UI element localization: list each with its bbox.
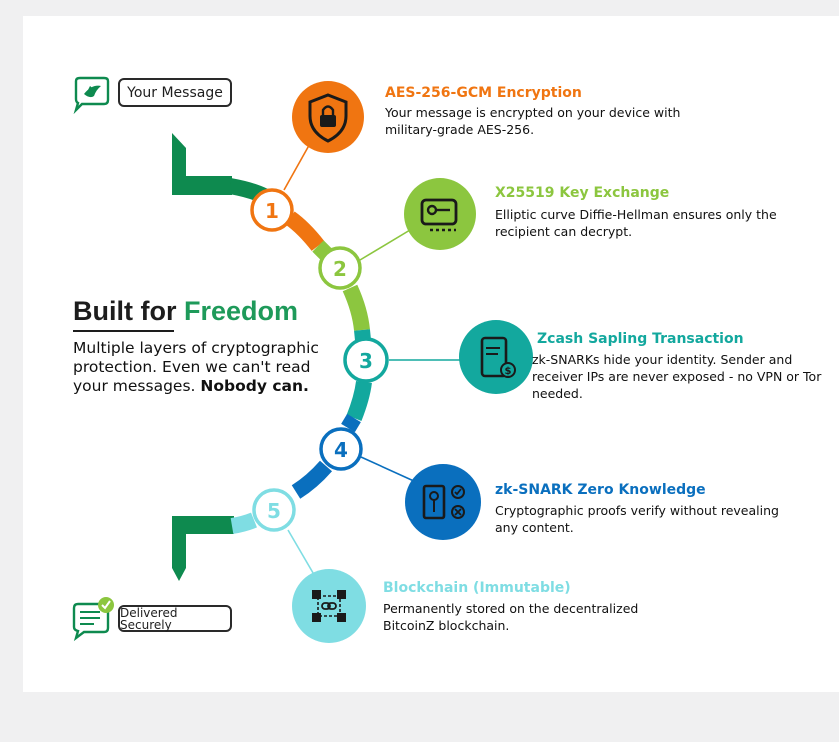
shield-lock-icon [292,81,364,153]
step-1-description: Your message is encrypted on your device… [385,105,681,137]
infographic-card [23,16,839,692]
step-number: 3 [359,349,373,373]
proof-check-icon [405,464,481,540]
page-title: Built for Freedom [73,296,298,327]
step-number: 4 [334,438,348,462]
checked-message-icon [72,597,114,642]
delivered-securely-badge: Delivered Securely [118,605,232,632]
step-circle-3: 3 [343,337,389,383]
svg-text:$: $ [505,366,512,377]
step-circle-1: 1 [250,188,294,232]
tagline-text: Multiple layers of cryptographic protect… [73,339,319,395]
key-chat-icon [404,178,476,250]
step-circle-2: 2 [318,246,362,290]
phone-transaction-icon: $ [459,320,533,394]
blockchain-icon [292,569,366,643]
top-arrow [172,133,232,195]
step-number: 5 [267,499,281,523]
your-message-badge: Your Message [118,78,232,107]
step-3-title: Zcash Sapling Transaction [537,331,744,347]
tagline-emphasis: Nobody can. [200,377,309,395]
chat-bird-icon [73,76,110,115]
step-number: 1 [265,199,279,223]
title-underline [73,330,174,332]
step-number: 2 [333,257,347,281]
step-2-description: Elliptic curve Diffie-Hellman ensures on… [495,207,777,239]
step-circle-4: 4 [319,427,363,471]
step-4-title: zk-SNARK Zero Knowledge [495,482,706,498]
step-4-description: Cryptographic proofs verify without reve… [495,503,779,535]
step-5-description: Permanently stored on the decentralized … [383,601,639,633]
tagline: Multiple layers of cryptographic protect… [73,339,343,396]
title-part-1: Built for [73,296,177,326]
title-part-2: Freedom [184,296,299,326]
step-3-description: zk-SNARKs hide your identity. Sender and… [532,352,822,401]
step-5-title: Blockchain (Immutable) [383,580,571,596]
step-1-title: AES-256-GCM Encryption [385,85,582,101]
step-2-title: X25519 Key Exchange [495,185,670,201]
step-circle-5: 5 [252,488,296,532]
bottom-arrow [172,516,234,581]
